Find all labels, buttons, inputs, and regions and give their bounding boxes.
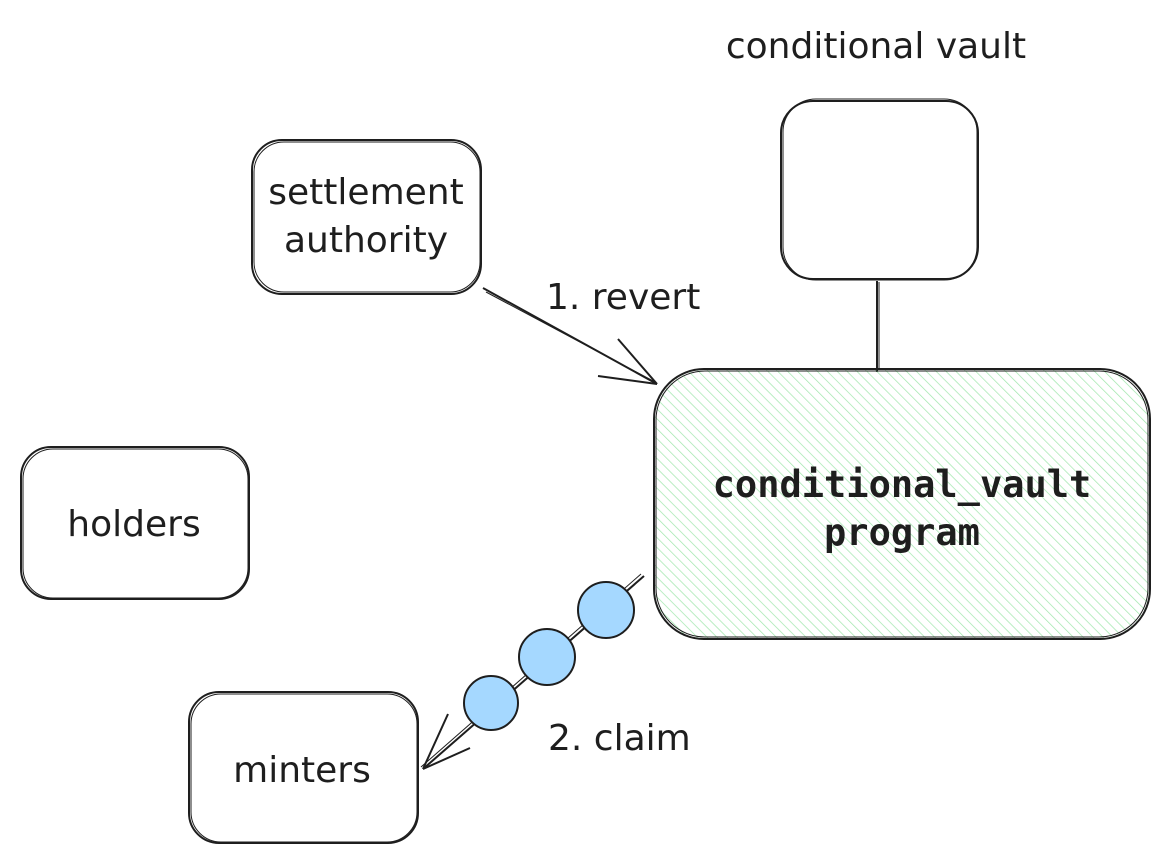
claim-token-1 bbox=[463, 675, 519, 731]
revert-edge-label: 1. revert bbox=[546, 277, 700, 318]
holders-box[interactable]: holders bbox=[20, 446, 250, 600]
vault-program-connector bbox=[876, 281, 880, 372]
minters-box[interactable]: minters bbox=[188, 691, 419, 844]
program-box[interactable]: conditional_vault program bbox=[653, 368, 1151, 640]
program-label-line2: program bbox=[824, 511, 980, 554]
claim-token-2 bbox=[518, 628, 576, 686]
program-label-line1: conditional_vault bbox=[713, 463, 1092, 506]
vault-title-label: conditional vault bbox=[726, 26, 1026, 67]
revert-arrow bbox=[482, 287, 658, 385]
minters-label: minters bbox=[233, 750, 371, 791]
settlement-authority-label-line2: authority bbox=[284, 220, 448, 261]
settlement-authority-label-line1: settlement bbox=[268, 172, 463, 213]
claim-token-3 bbox=[577, 581, 635, 639]
holders-label: holders bbox=[67, 504, 200, 545]
vault-box[interactable] bbox=[780, 98, 979, 281]
settlement-authority-box[interactable]: settlement authority bbox=[251, 139, 482, 295]
claim-edge-label: 2. claim bbox=[548, 718, 691, 759]
